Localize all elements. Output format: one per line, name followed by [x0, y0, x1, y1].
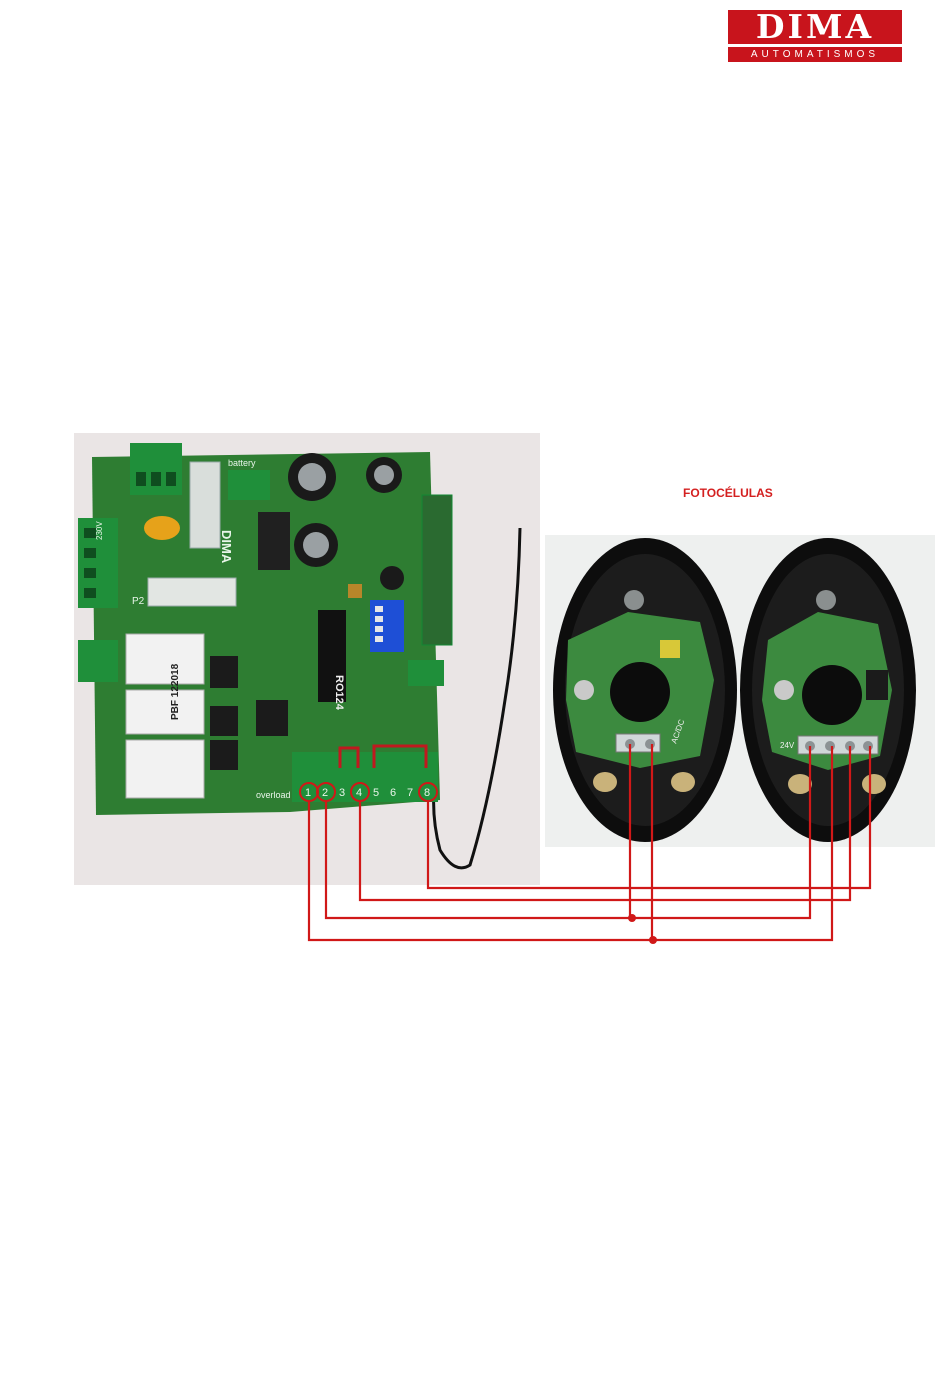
photocell-receiver: 24V [740, 538, 916, 842]
terminal-block-top [130, 443, 182, 495]
receiver-voltage-label: 24V [780, 741, 795, 750]
terminal-block-bottom [292, 752, 438, 802]
capacitor-4 [380, 566, 404, 590]
p2-label: P2 [132, 596, 145, 607]
fuse-holder-top [190, 462, 220, 548]
terminal-number: 7 [407, 787, 413, 799]
battery-label: battery [228, 458, 256, 468]
radio-receiver-module [422, 495, 452, 645]
transmitter-component [660, 640, 680, 658]
board-brand-label: DIMA [219, 530, 234, 564]
terminal-block-motor [78, 640, 118, 682]
terminal-number: 2 [322, 787, 328, 799]
push-button [348, 584, 362, 598]
wire-junction-2 [649, 936, 657, 944]
transformer [258, 512, 290, 570]
yellow-capacitor [144, 516, 180, 540]
terminal-number: 6 [390, 787, 396, 799]
antenna-terminal [408, 660, 444, 686]
regulator-3 [210, 740, 238, 770]
terminal-number: 5 [373, 787, 379, 799]
relay-1 [126, 634, 204, 684]
photocell-transmitter: AC/DC [553, 538, 737, 842]
relay-2 [126, 690, 204, 734]
relay-label: PBF 122018 [170, 663, 181, 720]
receiver-lens [802, 665, 862, 725]
terminal-number: 3 [339, 787, 345, 799]
regulator-2 [210, 706, 238, 736]
model-label: RO124 [333, 675, 345, 711]
receiver-screw [816, 590, 836, 610]
regulator-1 [210, 656, 238, 688]
relay-3 [126, 740, 204, 798]
wire-junction-1 [628, 914, 636, 922]
terminal-number: 8 [424, 787, 430, 799]
overload-label: overload [256, 790, 291, 800]
regulator-4 [256, 700, 288, 736]
voltage-label: 230V [95, 521, 104, 540]
control-board: battery P2 230V DIMA PBF 122018 [78, 443, 520, 868]
terminal-block-battery [228, 470, 270, 500]
terminal-number: 4 [356, 787, 362, 799]
fuse-holder-bottom [148, 578, 236, 606]
transmitter-lens [610, 662, 670, 722]
transmitter-screw [624, 590, 644, 610]
terminal-number: 1 [305, 787, 311, 799]
